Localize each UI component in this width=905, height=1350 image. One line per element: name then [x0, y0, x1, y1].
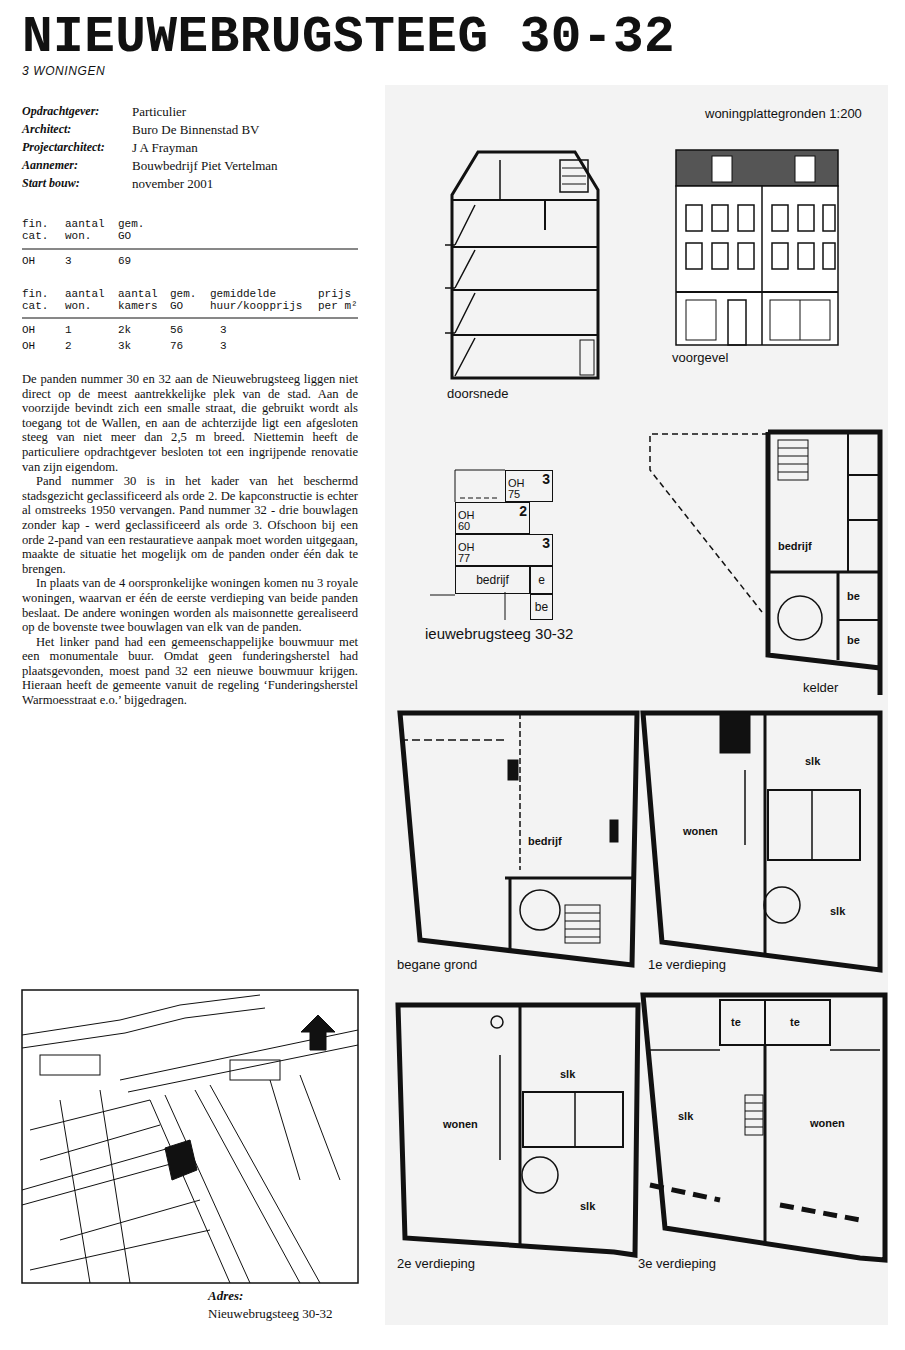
drawing-caption: doorsnede [447, 386, 508, 401]
second-floor-plan [398, 1005, 638, 1255]
drawing-caption: 2e verdieping [397, 1256, 475, 1271]
table-header: aantal won. [65, 288, 113, 312]
table-cell: 3k [118, 340, 131, 352]
room-label: bedrijf [778, 540, 812, 552]
room-label: be [847, 634, 860, 646]
box-label: be [535, 601, 548, 614]
info-value: J A Frayman [132, 140, 198, 156]
room-label: be [847, 590, 860, 602]
drawing-caption: begane grond [397, 957, 477, 972]
drawing-caption: 3e verdieping [638, 1256, 716, 1271]
body-paragraph: Pand nummer 30 is in het kader van het b… [22, 474, 358, 576]
location-map [22, 990, 358, 1283]
table-header: aantal kamers [118, 288, 166, 312]
area-label: OH 60 [458, 510, 478, 532]
table-cell: 69 [118, 255, 131, 267]
table-header: fin. cat. [22, 288, 58, 312]
ground-floor-plan [400, 713, 637, 965]
address-value: Nieuwebrugsteeg 30-32 [208, 1306, 333, 1322]
info-key: Projectarchitect: [22, 140, 105, 155]
info-key: Opdrachtgever: [22, 104, 99, 119]
info-value: Buro De Binnenstad BV [132, 122, 259, 138]
section-box: e [530, 566, 553, 594]
box-label: bedrijf [476, 574, 509, 587]
table-cell: OH [22, 324, 35, 336]
info-value: november 2001 [132, 176, 213, 192]
area-label: OH 77 [458, 542, 478, 564]
table-header: gem. GO [170, 288, 205, 312]
table-header: prijs per m² [318, 288, 360, 312]
section-box: be [530, 594, 553, 620]
facade-drawing [676, 150, 838, 345]
room-label: te [731, 1016, 741, 1028]
box-label: e [538, 574, 545, 587]
table-cell: 3 [65, 255, 72, 267]
table-header: gem. GO [118, 218, 153, 242]
basement-plan [650, 432, 880, 695]
info-value: Bouwbedrijf Piet Vertelman [132, 158, 278, 174]
drawing-caption: woningplattegronden 1:200 [705, 106, 862, 121]
body-paragraph: In plaats van de 4 oorspronkelijke wonin… [22, 576, 358, 634]
table-cell: 3 [220, 340, 227, 352]
table-header: aantal won. [65, 218, 113, 242]
subtitle: 3 WONINGEN [22, 64, 105, 78]
panel-ground [385, 85, 888, 1325]
table-header: fin. cat. [22, 218, 58, 242]
table-cell: 76 [170, 340, 183, 352]
drawing-caption: 1e verdieping [648, 957, 726, 972]
room-count: 3 [542, 536, 550, 550]
page-title: NIEUWEBRUGSTEEG 30-32 [22, 12, 675, 63]
body-paragraph: Het linker pand had een gemeenschappelij… [22, 635, 358, 708]
info-key: Architect: [22, 122, 71, 137]
drawing-caption: ieuwebrugsteeg 30-32 [425, 625, 573, 642]
section-box: OH 75 3 [505, 470, 553, 502]
drawing-caption: kelder [803, 680, 838, 695]
info-value: Particulier [132, 104, 186, 120]
table-header: gemiddelde huur/koopprijs [210, 288, 310, 312]
table-cell: 1 [65, 324, 72, 336]
address-key: Adres: [208, 1288, 243, 1304]
room-label: slk [560, 1068, 575, 1080]
schematic-lines [430, 470, 505, 620]
first-floor-plan [643, 713, 880, 970]
section-box: OH 60 2 [455, 502, 530, 534]
third-floor-plan [643, 995, 885, 1260]
section-box: OH 77 3 [455, 534, 553, 566]
body-paragraph: De panden nummer 30 en 32 aan de Nieuweb… [22, 372, 358, 474]
room-label: slk [830, 905, 845, 917]
room-count: 3 [542, 472, 550, 486]
area-label: OH 75 [508, 478, 528, 500]
drawing-caption: voorgevel [672, 350, 728, 365]
room-label: wonen [683, 825, 718, 837]
room-label: wonen [810, 1117, 845, 1129]
room-label: te [790, 1016, 800, 1028]
room-count: 2 [519, 504, 527, 518]
table-cell: 2k [118, 324, 131, 336]
table-rules [22, 249, 358, 318]
info-key: Start bouw: [22, 176, 80, 191]
section-drawing [445, 152, 598, 378]
room-label: slk [678, 1110, 693, 1122]
room-label: slk [580, 1200, 595, 1212]
table-cell: 56 [170, 324, 183, 336]
table-cell: 2 [65, 340, 72, 352]
table-cell: OH [22, 255, 35, 267]
body-text: De panden nummer 30 en 32 aan de Nieuweb… [22, 372, 358, 708]
room-label: wonen [443, 1118, 478, 1130]
table-cell: 3 [220, 324, 227, 336]
room-label: slk [805, 755, 820, 767]
info-key: Aannemer: [22, 158, 78, 173]
room-label: bedrijf [528, 835, 562, 847]
table-cell: OH [22, 340, 35, 352]
section-box: bedrijf [455, 566, 530, 594]
